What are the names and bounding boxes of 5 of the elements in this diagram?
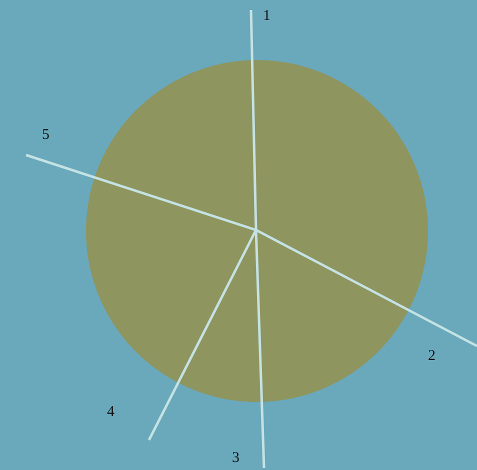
segment-number: 5 [42, 128, 50, 143]
segment-number: 4 [107, 405, 114, 420]
segment-number: 3 [232, 451, 240, 466]
segment-number: 2 [428, 349, 436, 364]
segment-number: 1 [263, 9, 270, 24]
